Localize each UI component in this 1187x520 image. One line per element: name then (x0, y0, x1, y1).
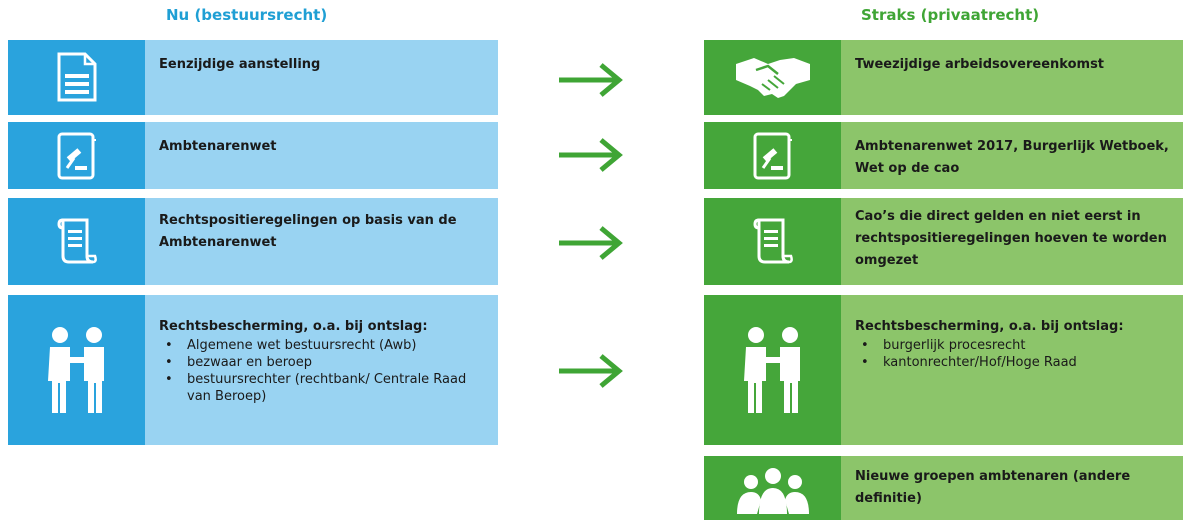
scroll-icon (704, 198, 841, 285)
list-item: burgerlijk procesrecht (855, 337, 1171, 354)
law-book-icon (8, 122, 145, 189)
list-item: bestuursrechter (rechtbank/ Centrale Raa… (159, 371, 486, 405)
document-icon (8, 40, 145, 115)
two-people-icon (704, 295, 841, 445)
left-row-label: Eenzijdige aanstelling (159, 57, 321, 72)
left-bullet-list: Algemene wet bestuursrecht (Awb) bezwaar… (159, 337, 486, 405)
left-row-legal-protection: Rechtsbescherming, o.a. bij ontslag: Alg… (8, 295, 498, 445)
law-book-icon (704, 122, 841, 189)
left-row-title: Rechtsbescherming, o.a. bij ontslag: (159, 319, 428, 334)
right-row-cao: Cao’s die direct gelden en niet eerst in… (704, 198, 1183, 285)
right-row-legal-protection: Rechtsbescherming, o.a. bij ontslag: bur… (704, 295, 1183, 445)
left-row-appointment: Eenzijdige aanstelling (8, 40, 498, 115)
list-item: Algemene wet bestuursrecht (Awb) (159, 337, 486, 354)
left-row-label: Ambtenarenwet (159, 139, 277, 154)
left-row-law: Ambtenarenwet (8, 122, 498, 189)
two-people-icon (8, 295, 145, 445)
right-row-title: Rechtsbescherming, o.a. bij ontslag: (855, 319, 1124, 334)
right-row-label: Tweezijdige arbeidsovereenkomst (855, 57, 1105, 72)
right-row-contract: Tweezijdige arbeidsovereenkomst (704, 40, 1183, 115)
arrow-right-icon (559, 226, 623, 260)
right-row-label: Cao’s die direct gelden en niet eerst in… (855, 209, 1167, 268)
list-item: kantonrechter/Hof/Hoge Raad (855, 354, 1171, 371)
right-row-new-groups: Nieuwe groepen ambtenaren (andere defini… (704, 456, 1183, 520)
left-row-regulations: Rechtspositieregelingen op basis van de … (8, 198, 498, 285)
right-row-law: Ambtenarenwet 2017, Burgerlijk Wetboek, … (704, 122, 1183, 189)
list-item: bezwaar en beroep (159, 354, 486, 371)
scroll-icon (8, 198, 145, 285)
right-bullet-list: burgerlijk procesrecht kantonrechter/Hof… (855, 337, 1171, 371)
heading-current: Nu (bestuursrecht) (166, 6, 328, 24)
group-icon (704, 456, 841, 520)
right-row-label: Ambtenarenwet 2017, Burgerlijk Wetboek, … (855, 139, 1169, 176)
arrow-right-icon (559, 138, 623, 172)
right-row-label: Nieuwe groepen ambtenaren (andere defini… (855, 469, 1131, 506)
heading-future: Straks (privaatrecht) (861, 6, 1040, 24)
left-row-label: Rechtspositieregelingen op basis van de … (159, 213, 457, 250)
arrow-right-icon (559, 354, 623, 388)
handshake-icon (704, 40, 841, 115)
arrow-right-icon (559, 63, 623, 97)
